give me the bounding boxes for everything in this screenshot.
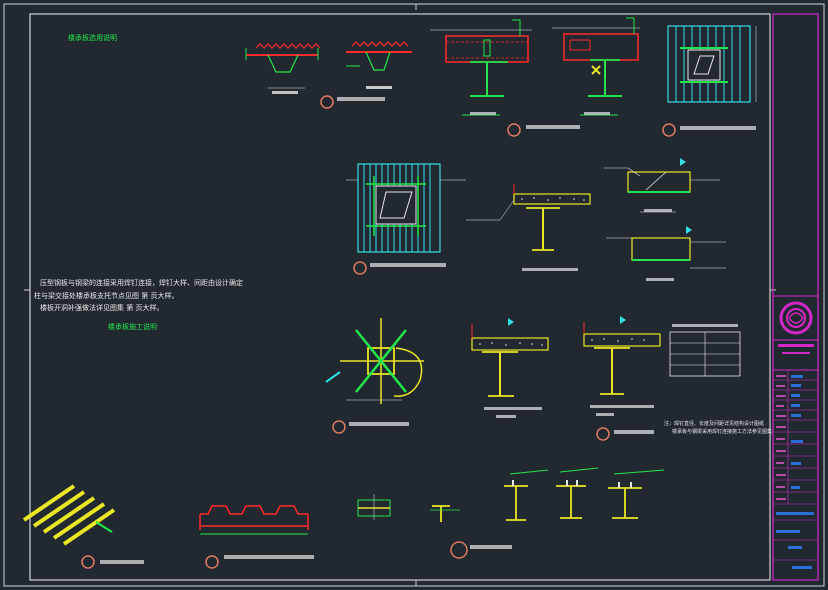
detail-column-beam-joint	[325, 318, 424, 404]
note-block-line-1: 注：焊钉直径、长度及间距详见结构设计图纸	[664, 420, 764, 427]
detail-stud-on-beam	[466, 184, 591, 271]
section-title: 楼承板施工说明	[108, 322, 157, 331]
detail-beam-deck-d	[552, 17, 640, 116]
detail-callout-circle	[450, 541, 468, 559]
detail-opening-reinforcement-mid	[346, 163, 466, 253]
detail-callout-circle	[507, 123, 521, 137]
note-line-2: 柱与梁交接处楼承板支托节点见图 第 页大样。	[34, 291, 178, 300]
sheet-outer-frame	[3, 3, 825, 587]
detail-callout-circle	[596, 427, 610, 441]
detail-deck-edge-2	[606, 226, 726, 281]
detail-stud-beam-right	[583, 316, 661, 416]
deck-profile-section	[199, 505, 314, 569]
deck-isometric	[22, 484, 144, 569]
note-line-1: 压型钢板与钢梁的连接采用焊钉连接，焊钉大样、间距由设计确定	[40, 278, 243, 287]
note-block-line-2: 楼承板与钢梁采用焊钉连接施工方法参见图集	[672, 428, 772, 435]
detail-callout-circle	[320, 95, 334, 109]
company-logo-icon	[779, 301, 813, 335]
schedule-table	[669, 324, 741, 377]
detail-callout-circle	[662, 123, 676, 137]
header-label: 楼承板选用说明	[68, 33, 117, 42]
title-block	[772, 13, 819, 581]
detail-connection-small	[357, 494, 460, 522]
detail-deck-support-b	[346, 41, 412, 89]
sheet-inner-frame	[29, 13, 771, 581]
detail-callout-circle	[353, 261, 367, 275]
stud-beams-group	[504, 467, 665, 521]
detail-beam-deck-c	[430, 19, 532, 116]
detail-deck-edge-1	[604, 158, 720, 213]
detail-stud-beam-left	[471, 318, 549, 418]
detail-callout-circle	[332, 420, 346, 434]
detail-opening-reinforcement-top	[667, 25, 757, 103]
detail-deck-support-a	[245, 43, 321, 94]
note-line-3: 楼板开洞补强做法详见图集 第 页大样。	[40, 303, 163, 312]
